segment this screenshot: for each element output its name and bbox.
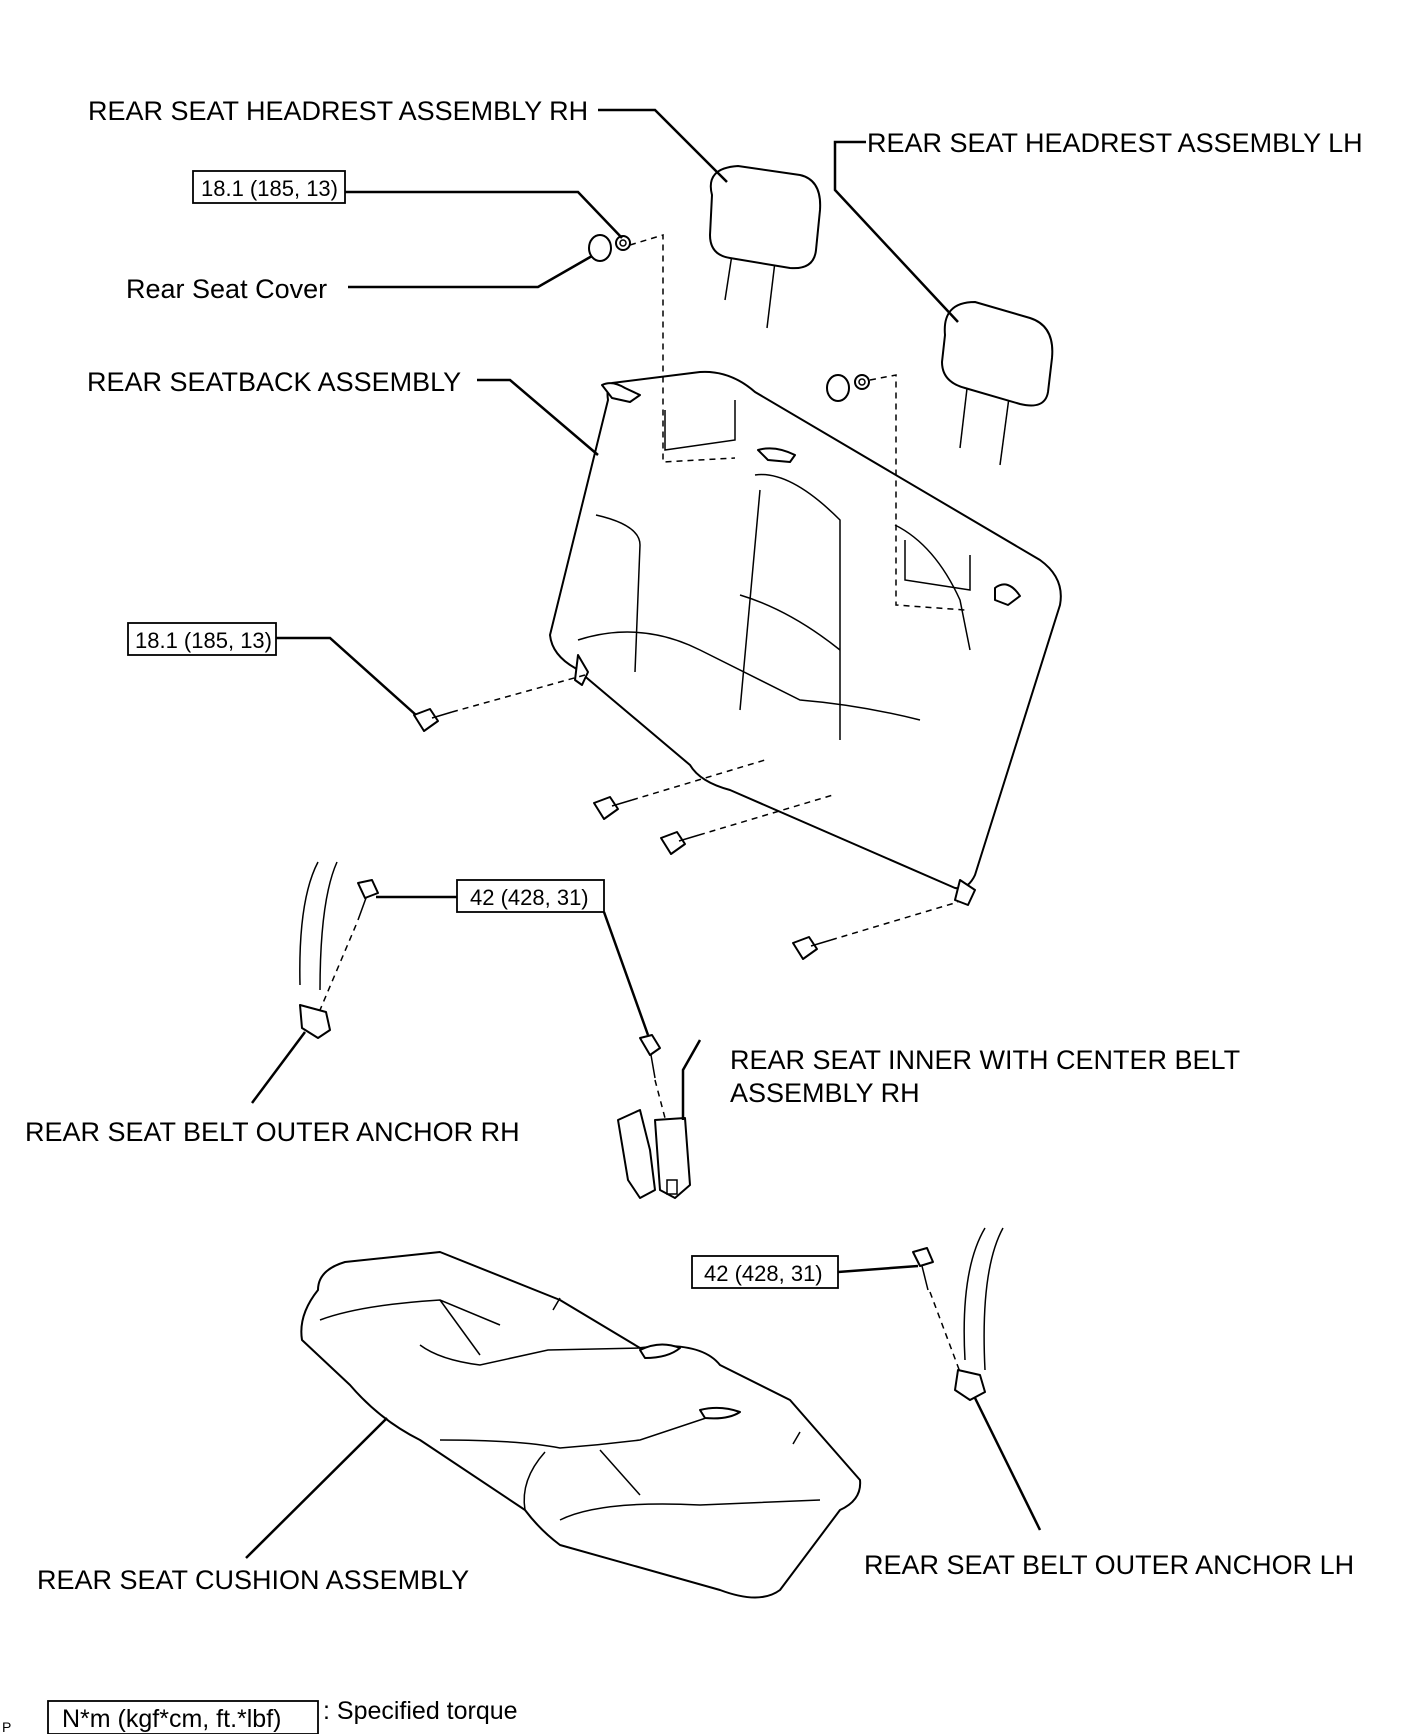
rear-seatback-assembly: [549, 370, 1062, 906]
label-headrest-rh: REAR SEAT HEADREST ASSEMBLY RH: [88, 96, 588, 126]
corner-mark: P: [2, 1719, 11, 1734]
torque-box-belt-rh: [456, 879, 605, 913]
label-inner-center-belt-2: ASSEMBLY RH: [730, 1078, 920, 1108]
label-cushion: REAR SEAT CUSHION ASSEMBLY: [37, 1565, 469, 1595]
torque-seatback-bolt: 18.1 (185, 13): [135, 628, 272, 653]
torque-cover-nut: 18.1 (185, 13): [201, 176, 338, 201]
belt-outer-anchor-lh: [912, 1227, 1004, 1401]
legend-unit: N*m (kgf*cm, ft.*lbf): [62, 1705, 281, 1733]
rear-seat-cushion-assembly: [300, 1251, 862, 1599]
torque-belt-lh: 42 (428, 31): [704, 1261, 823, 1286]
label-inner-center-belt-1: REAR SEAT INNER WITH CENTER BELT: [730, 1045, 1240, 1075]
seatback-bolt-4: [792, 936, 832, 960]
label-belt-anchor-rh: REAR SEAT BELT OUTER ANCHOR RH: [25, 1117, 520, 1147]
torque-belt-rh: 42 (428, 31): [470, 885, 589, 910]
belt-outer-anchor-rh: [299, 861, 379, 1039]
torque-box-belt-lh: [691, 1255, 839, 1289]
torque-box-cover-nut: [192, 170, 346, 204]
inner-center-belt-assembly: [617, 1034, 691, 1199]
label-seatback: REAR SEATBACK ASSEMBLY: [87, 367, 461, 397]
seatback-bolt-3: [660, 831, 700, 855]
label-belt-anchor-lh: REAR SEAT BELT OUTER ANCHOR LH: [864, 1550, 1354, 1580]
headrest-lh: [941, 301, 1054, 466]
legend-description: : Specified torque: [323, 1697, 518, 1725]
seatback-bolt-2: [593, 796, 633, 820]
torque-box-seatback-bolt: [127, 622, 277, 656]
seatback-bolt-1: [413, 708, 453, 732]
rear-seat-cover-lh: [826, 374, 870, 402]
legend-unit-box: [47, 1700, 319, 1734]
label-rear-seat-cover: Rear Seat Cover: [126, 274, 327, 304]
rear-seat-cover-rh: [588, 234, 631, 262]
label-headrest-lh: REAR SEAT HEADREST ASSEMBLY LH: [867, 128, 1363, 158]
headrest-rh: [709, 165, 822, 329]
